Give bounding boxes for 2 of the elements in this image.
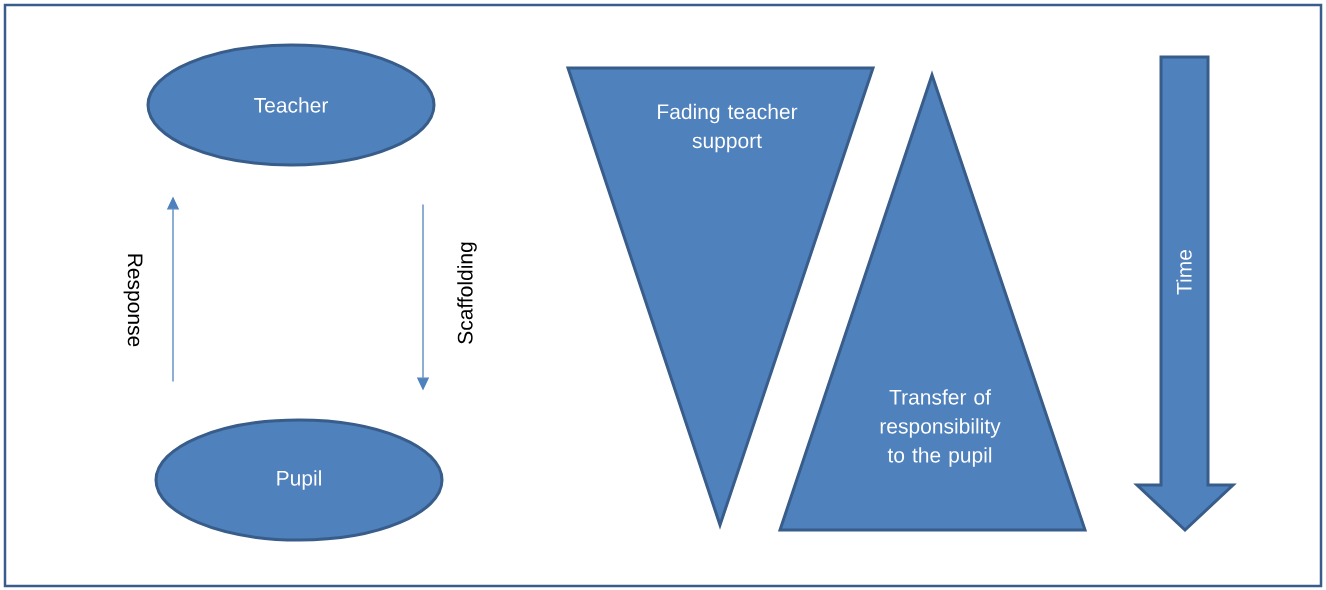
edge-label: Scaffolding	[457, 242, 477, 344]
edge-label: Response	[123, 254, 143, 347]
